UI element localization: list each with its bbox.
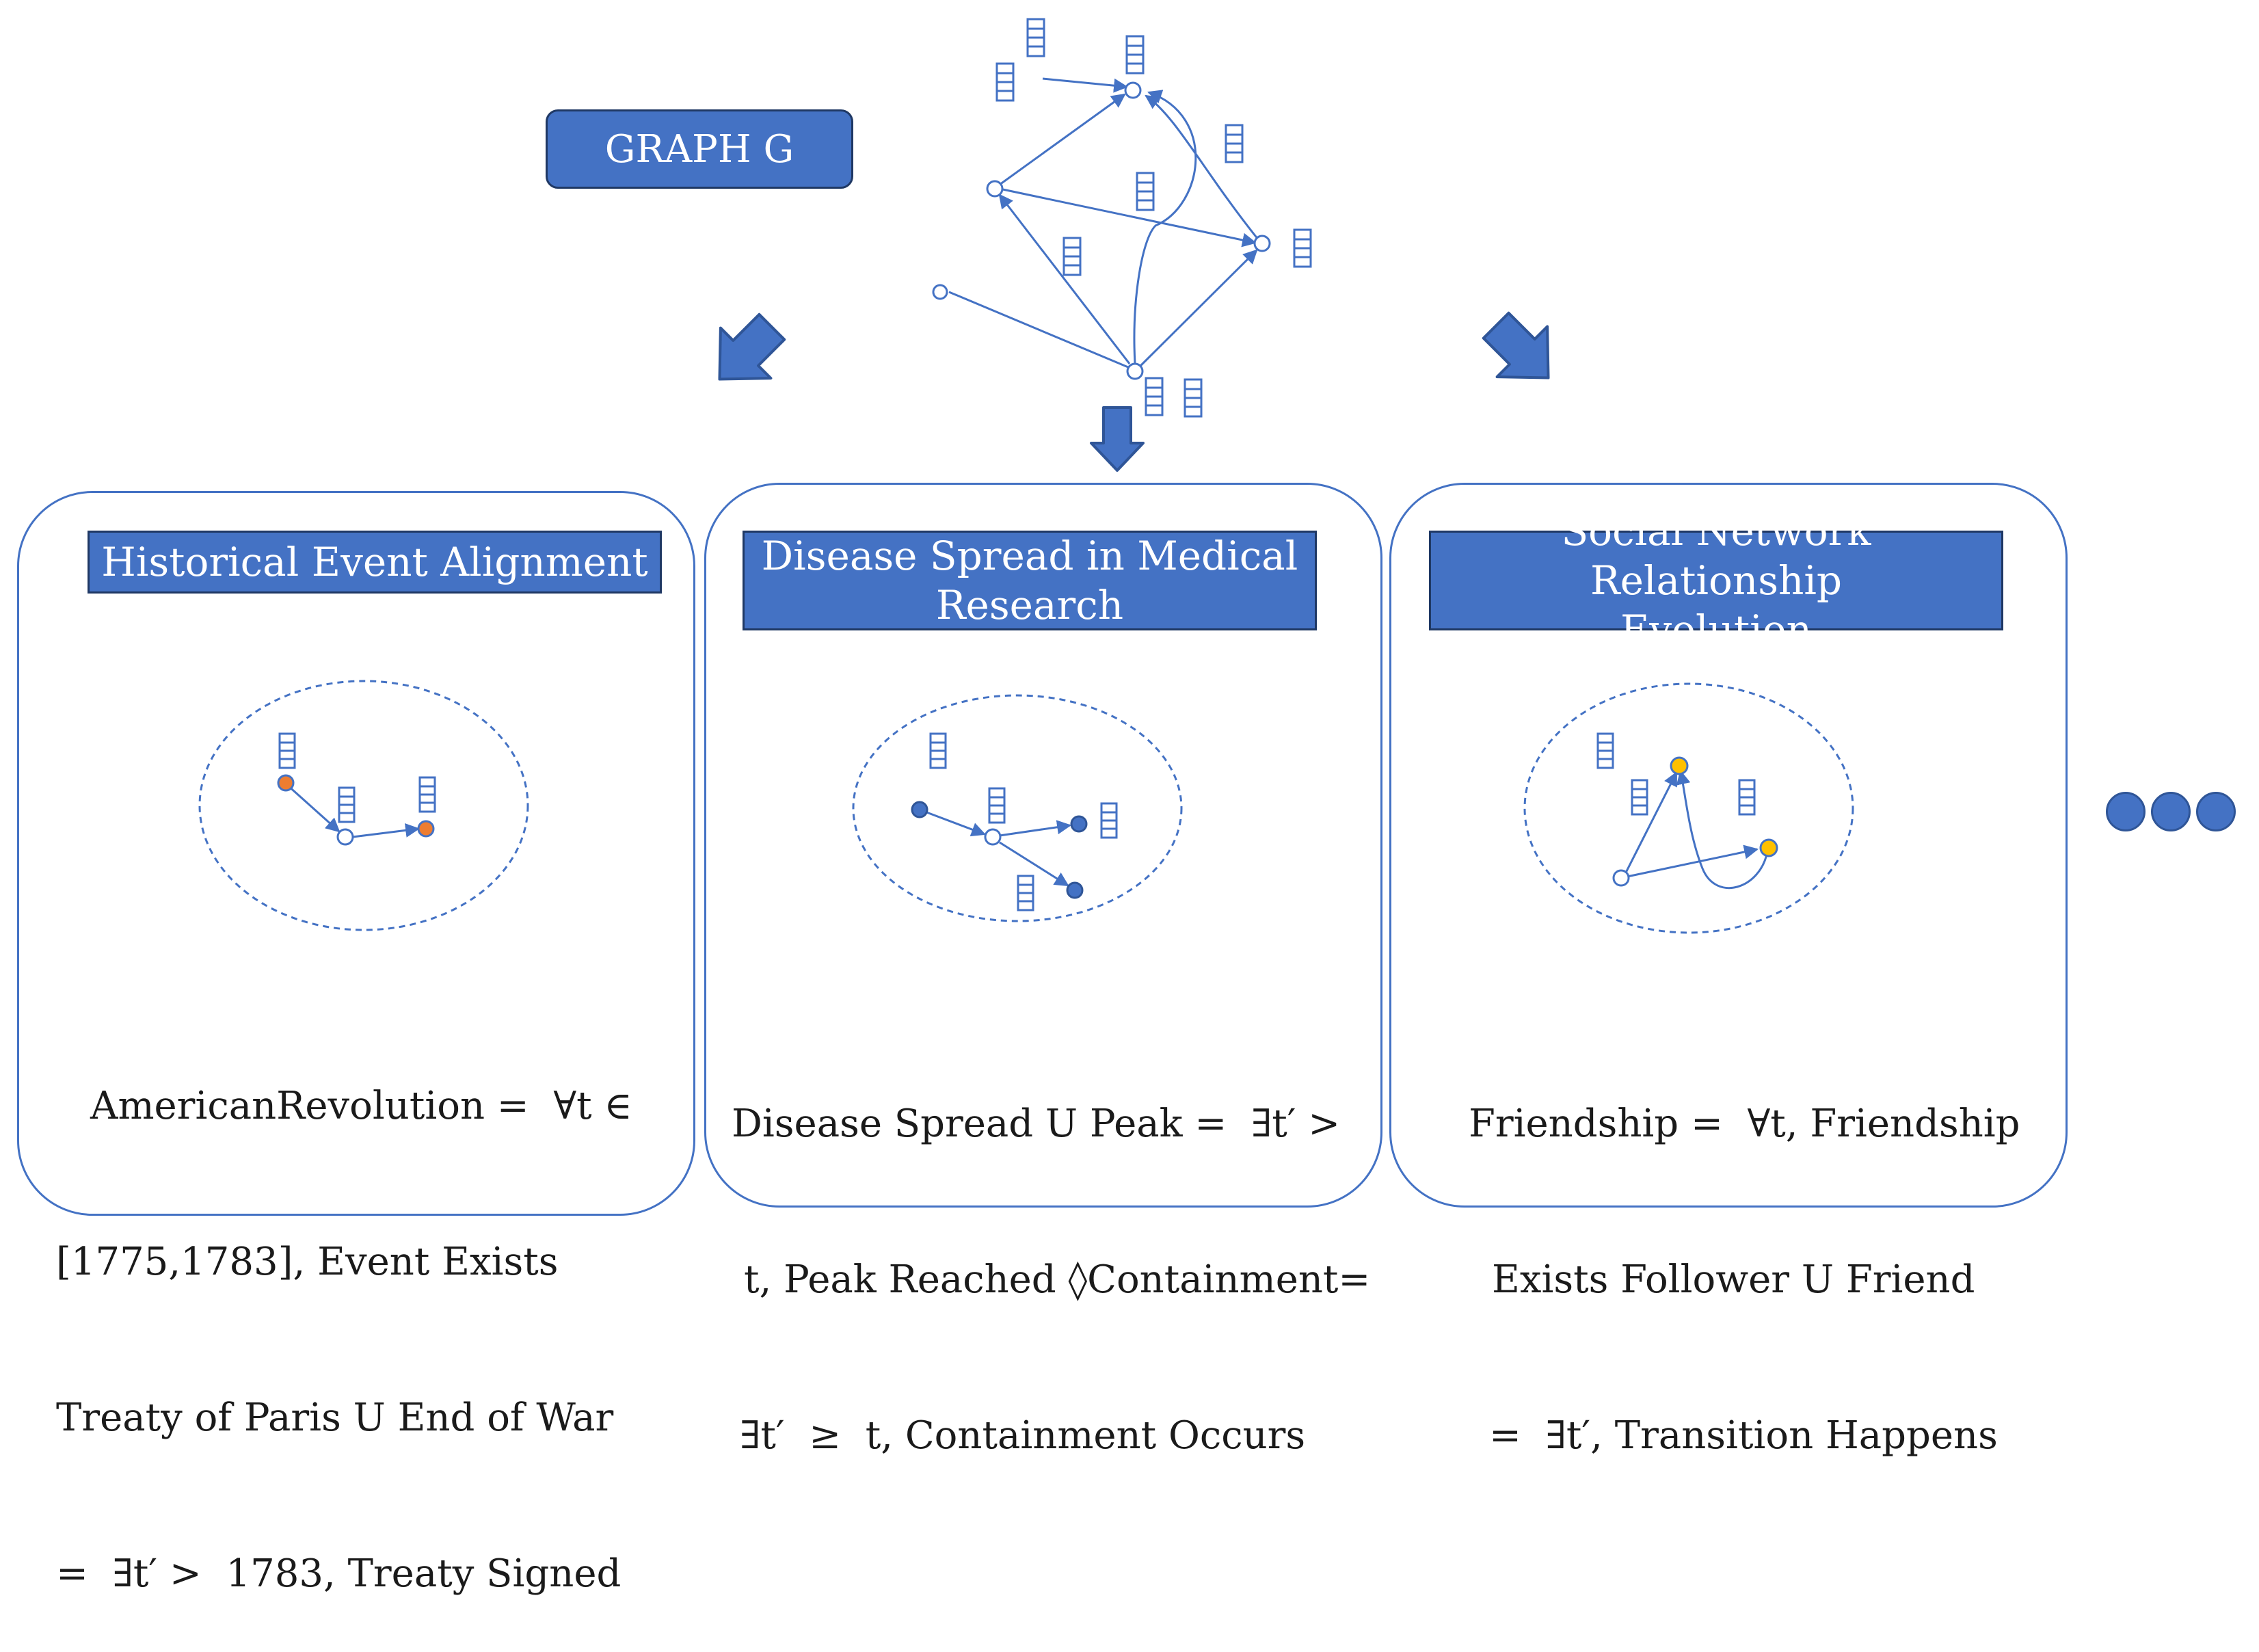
formula-line: ∃t′ ≥ t, Containment Occurs [740,1413,1306,1458]
formula-line: = ∃t′, Transition Happens [1489,1413,1998,1458]
diagram-canvas [198,18,1854,934]
formula-disease: Disease Spread U Peak = ∃t′ > t, Peak Re… [732,994,1370,1514]
dot [2196,792,2236,831]
graph-node [932,284,948,300]
user-node [1612,869,1630,887]
panel-title-social: Social Network Relationship Evolution [1429,508,2003,653]
timestamp-stack-icon [1293,228,1312,268]
panel-title-historical: Historical Event Alignment [88,531,662,594]
panel-title-disease: Disease Spread in Medical Research [743,531,1317,630]
patient-node [1070,815,1088,833]
panel-social [1389,483,2068,1208]
patient-node [984,828,1002,846]
timestamp-stack-icon [1145,377,1164,416]
panel-title-text: Historical Event Alignment [101,539,648,585]
user-node [1759,838,1778,857]
formula-line: = ∃t′ > 1783, Treaty Signed [56,1551,621,1596]
formula-line: [1775,1783], Event Exists [56,1240,559,1284]
dot [2106,792,2146,831]
event-node [417,820,435,838]
formula-line: Exists Follower U Friend [1492,1257,1975,1302]
panel-title-line: Disease Spread in Medical [761,533,1298,579]
graph-node [986,180,1004,198]
graph-edge [1042,77,1129,93]
graph-g [932,18,1312,418]
graph-edge [1133,90,1197,364]
panel-title-line: Research [935,582,1124,628]
timestamp-stack-icon [1062,237,1082,276]
formula-line: Friendship = ∀t, Friendship [1469,1102,2020,1146]
formula-line: t, Peak Reached ◊Containment= [744,1257,1371,1302]
formula-line: Treaty of Paris U End of War [56,1396,614,1440]
event-node [277,774,295,792]
down-arrow-icon [1090,406,1145,472]
timestamp-stack-icon [1125,35,1145,75]
user-node [1670,756,1689,775]
graph-edge [948,291,1129,369]
formula-line: AmericanRevolution = ∀t ∈ [90,1084,632,1128]
graph-node [1253,235,1271,252]
formula-social: Friendship = ∀t, Friendship Exists Follo… [1469,994,2020,1514]
formula-historical: AmericanRevolution = ∀t ∈ [1775,1783], E… [56,976,632,1652]
ellipsis-dots-icon [2106,792,2236,831]
timestamp-stack-icon [1136,172,1155,211]
timestamp-stack-icon [1026,18,1045,57]
historical-subgraph [198,680,529,931]
down-arrow-icon [718,312,786,381]
graph-node [1124,81,1142,99]
patient-node [911,801,928,818]
social-subgraph [1523,682,1854,934]
panel-title-line: Evolution [1620,607,1813,653]
graph-title: GRAPH G [546,109,853,189]
timestamp-stack-icon [1184,378,1203,418]
timestamp-stack-icon [995,62,1015,102]
graph-node [1126,362,1144,380]
event-node [336,828,354,846]
panel-title-line: Social Network Relationship [1561,508,1871,604]
graph-edge [1145,94,1259,240]
patient-node [1066,881,1084,899]
graph-edge [998,194,1131,364]
disease-subgraph [852,694,1183,922]
timestamp-stack-icon [1225,124,1244,163]
panel-disease [704,483,1382,1208]
graph-edge [999,187,1257,248]
down-arrow-icon [1482,311,1550,379]
formula-line: Disease Spread U Peak = ∃t′ > [732,1102,1341,1146]
graph-edge [1139,249,1258,367]
panel-historical [17,491,695,1216]
dot [2151,792,2191,831]
graph-edge [999,93,1126,186]
